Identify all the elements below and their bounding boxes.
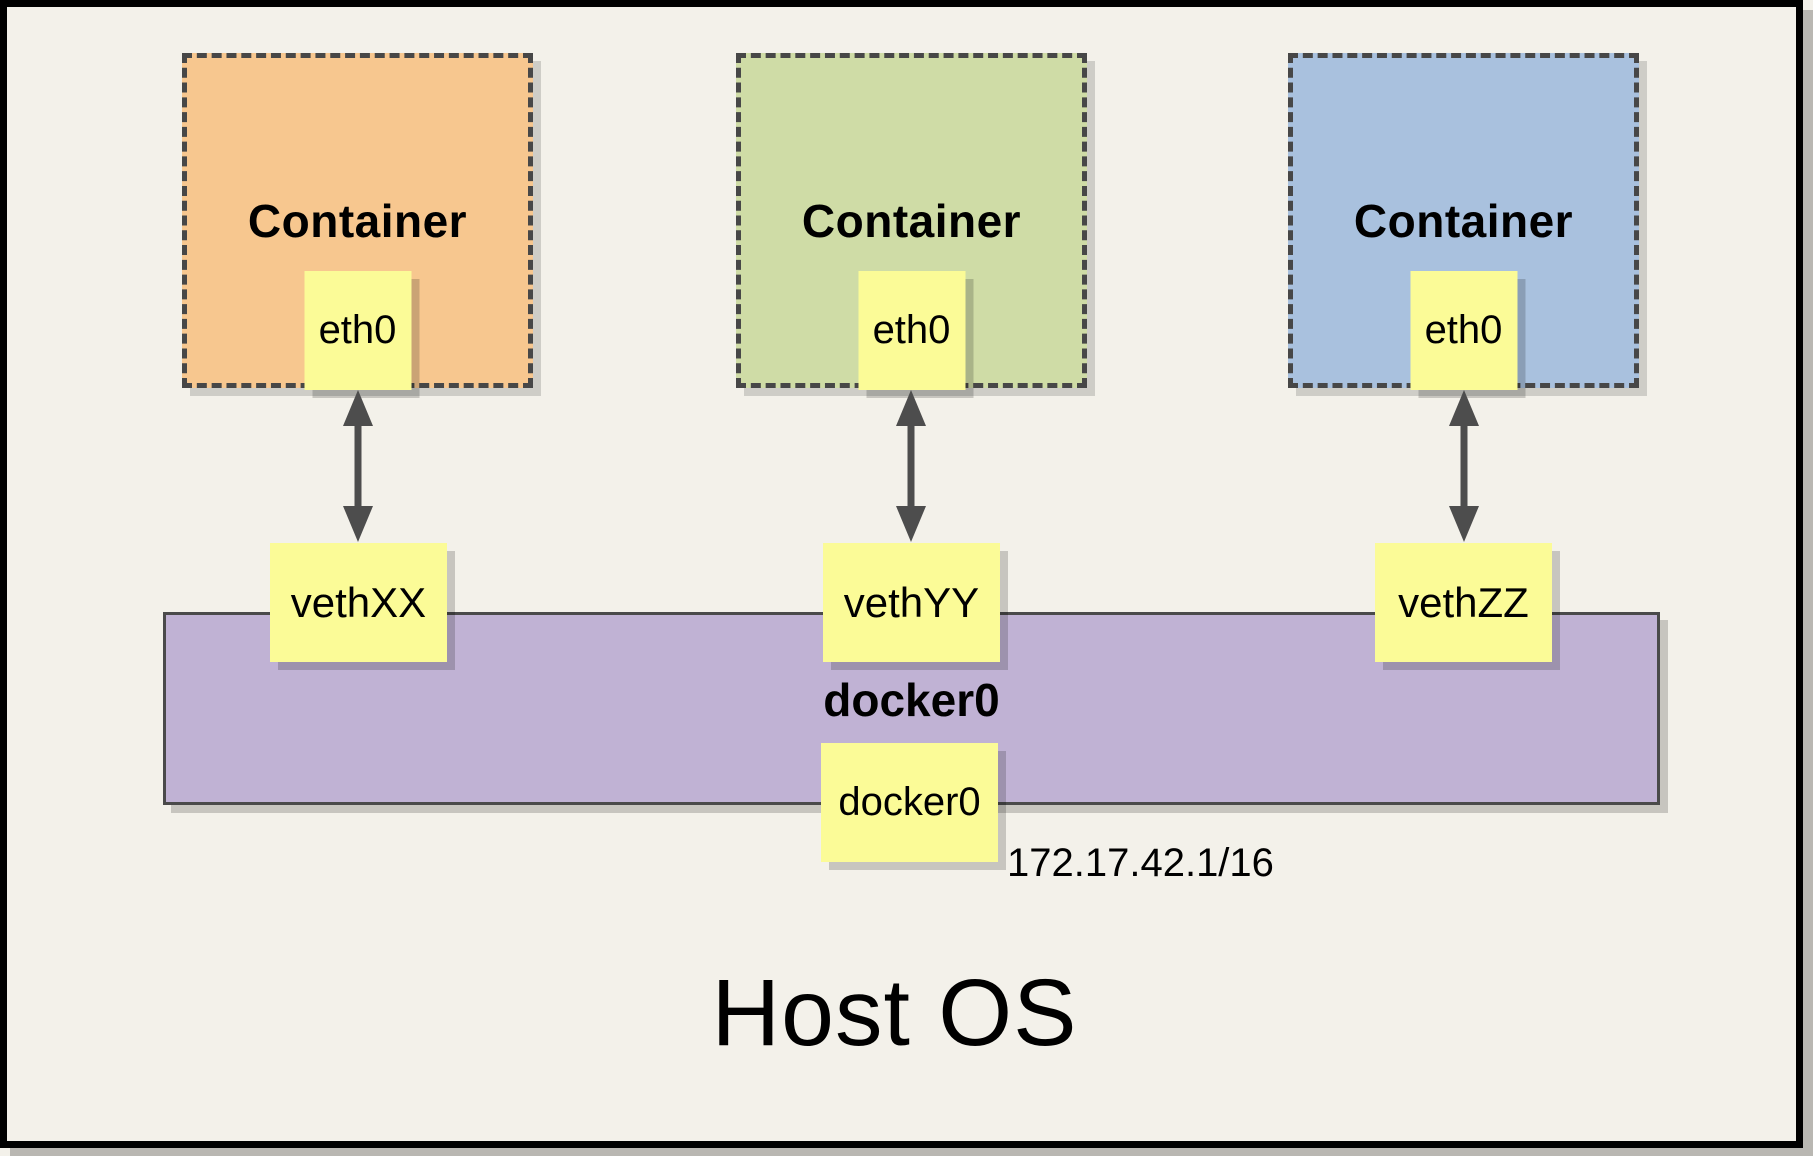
veth-chip-3: vethZZ: [1375, 543, 1552, 662]
veth-chip-1: vethXX: [270, 543, 447, 662]
bridge-title: docker0: [823, 673, 1000, 726]
veth-chip-label: vethYY: [843, 578, 980, 626]
veth-chip-label: vethZZ: [1398, 578, 1529, 626]
docker0-interface-chip-label: docker0: [838, 780, 981, 824]
container-box-2: Container eth0: [736, 53, 1087, 390]
host-os-title: Host OS: [711, 960, 1078, 1066]
eth0-chip-3: eth0: [1410, 271, 1517, 390]
container-title: Container: [247, 194, 468, 247]
container-title: Container: [1353, 194, 1574, 247]
veth-chip-label: vethXX: [290, 578, 427, 626]
bridge-ip-label: 172.17.42.1/16: [1007, 841, 1274, 885]
double-arrow-icon: [896, 390, 926, 542]
double-arrow-icon: [1449, 390, 1479, 542]
docker0-interface-chip: docker0: [821, 743, 998, 862]
eth0-chip-1: eth0: [304, 271, 411, 390]
double-arrow-icon: [343, 390, 373, 542]
container-box-3: Container eth0: [1288, 53, 1639, 390]
container-box-1: Container eth0: [182, 53, 533, 390]
veth-chip-2: vethYY: [823, 543, 1000, 662]
eth0-chip-label: eth0: [318, 308, 397, 352]
eth0-chip-2: eth0: [858, 271, 965, 390]
eth0-chip-label: eth0: [872, 308, 951, 352]
eth0-chip-label: eth0: [1424, 308, 1503, 352]
container-title: Container: [801, 194, 1022, 247]
